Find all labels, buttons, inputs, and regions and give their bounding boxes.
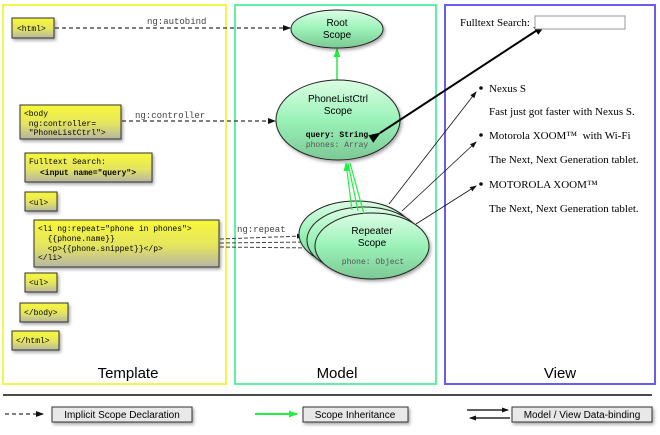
- body-box: <body ng:controller= "PhoneListCtrl">: [19, 104, 122, 140]
- view-search-label: Fulltext Search:: [460, 17, 530, 29]
- data-binding-lines: [368, 24, 546, 225]
- svg-text:ng:controller: ng:controller: [135, 111, 205, 121]
- autobind-arrow: ng:autobind: [55, 17, 291, 31]
- bullet: [479, 86, 483, 90]
- view-title: View: [544, 365, 576, 382]
- html-close-box: </html>: [11, 330, 60, 351]
- svg-text:<li ng:repeat="phone in phones: <li ng:repeat="phone in phones"> {{phone…: [38, 225, 192, 263]
- html-open-box: <html>: [11, 17, 55, 39]
- bullet: [479, 133, 483, 137]
- svg-text:<body ng:controller= "PhoneLis: <body ng:controller= "PhoneListCtrl">: [24, 110, 106, 138]
- ul-open-box: <ul>: [24, 191, 58, 212]
- ul-close-box: <ul>: [24, 272, 58, 293]
- body-close-box: </body>: [19, 302, 69, 323]
- controller-arrow: ng:controller: [122, 111, 276, 124]
- model-panel: [234, 4, 437, 385]
- view-panel: [444, 4, 656, 385]
- svg-text:<ul>: <ul>: [29, 199, 48, 208]
- legend-implicit: Implicit Scope Declaration: [5, 406, 193, 423]
- svg-text:ng:autobind: ng:autobind: [147, 17, 206, 27]
- legend-binding: Model / View Data-binding: [467, 406, 653, 423]
- model-title: Model: [317, 365, 358, 382]
- svg-text:Implicit Scope Declaration: Implicit Scope Declaration: [64, 410, 180, 421]
- svg-text:<ul>: <ul>: [29, 279, 48, 288]
- search-input-box: Fulltext Search:<input name="query">: [24, 152, 153, 183]
- phone-snippet: The Next, Next Generation tablet.: [489, 203, 639, 215]
- phone-snippet: Fast just got faster with Nexus S.: [489, 106, 635, 118]
- li-repeat-box: <li ng:repeat="phone in phones"> {{phone…: [33, 219, 220, 268]
- svg-text:ng:repeat: ng:repeat: [237, 225, 286, 235]
- repeat-arrows: ng:repeat: [219, 225, 315, 251]
- bullet: [479, 182, 483, 186]
- legend-inheritance: Scope Inheritance: [255, 406, 409, 423]
- phone-name: Motorola XOOM™ with Wi-Fi: [489, 130, 631, 142]
- phone-name: Nexus S: [489, 83, 526, 95]
- svg-text:</body>: </body>: [24, 309, 58, 318]
- svg-text:<html>: <html>: [17, 25, 46, 34]
- svg-text:</html>: </html>: [16, 337, 50, 346]
- repeater-to-ctrl-inheritance: [343, 162, 365, 215]
- phone-name: MOTOROLA XOOM™: [489, 179, 598, 191]
- svg-text:Model / View Data-binding: Model / View Data-binding: [524, 410, 641, 421]
- svg-text:Fulltext Search:<input name="q: Fulltext Search:<input name="query">: [29, 158, 136, 178]
- svg-text:phone: Object: phone: Object: [342, 258, 404, 267]
- view-search-input[interactable]: [534, 15, 626, 30]
- phone-snippet: The Next, Next Generation tablet.: [489, 154, 639, 166]
- svg-text:Scope Inheritance: Scope Inheritance: [315, 410, 396, 421]
- view-phone-list: Nexus S Fast just got faster with Nexus …: [479, 83, 639, 215]
- template-title: Template: [98, 365, 159, 382]
